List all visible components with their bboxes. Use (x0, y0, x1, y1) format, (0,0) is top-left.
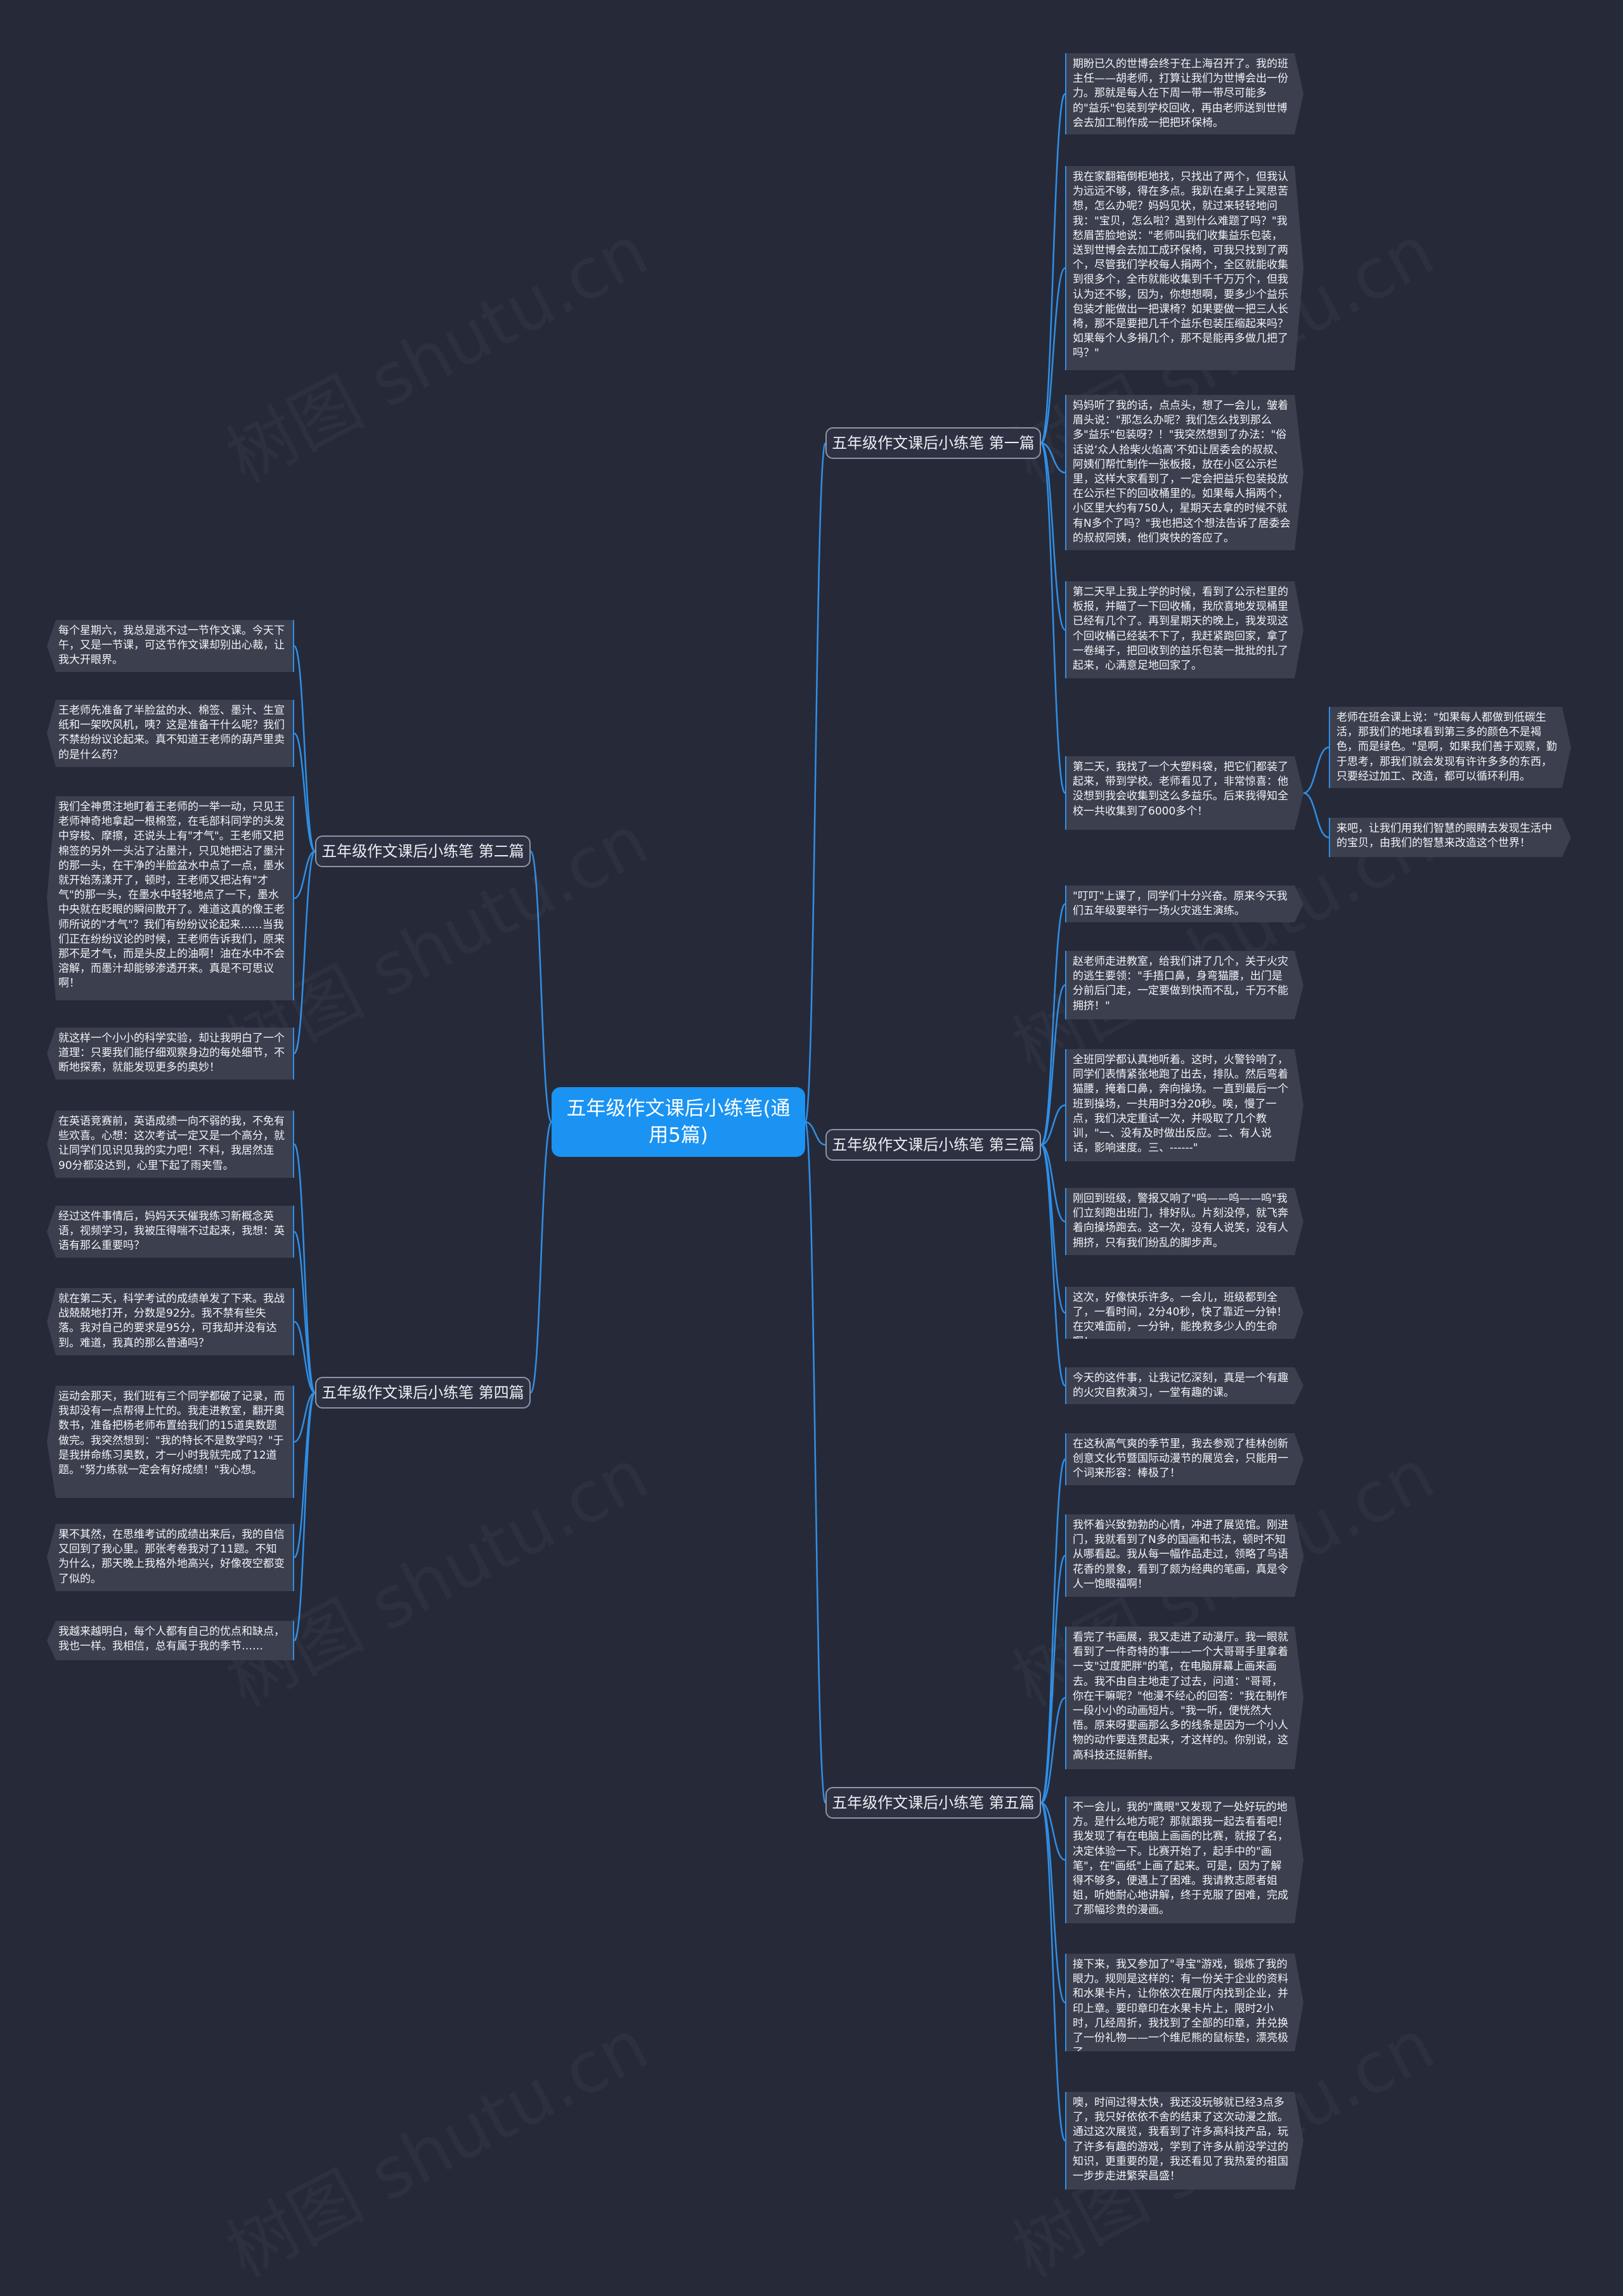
root-topic[interactable]: 五年级作文课后小练笔(通用5篇) (552, 1087, 805, 1157)
branch-to-leaf-link (293, 1230, 316, 1394)
connector-lines (293, 93, 1329, 2142)
branch-topic-3[interactable]: 五年级作文课后小练笔 第三篇 (825, 1129, 1041, 1161)
leaf-b3-4: 刚回到班级，警报又响了"呜——呜——呜"我们立刻跑出班门，排好队。片刻没停，就飞… (1065, 1188, 1303, 1255)
branch-to-leaf-link (294, 1320, 316, 1394)
branch-to-leaf-link (1040, 1554, 1066, 1804)
leaf-b5-3: 看完了书画展，我又走进了动漫厅。我一眼就看到了一件奇特的事——一个大哥哥手里拿着… (1065, 1627, 1303, 1769)
root-to-branch-link (529, 1121, 553, 1394)
leaf-b5-5: 接下来，我又参加了"寻宝"游戏，锻炼了我的眼力。规则是这样的：有一份关于企业的资… (1065, 1954, 1303, 2051)
leaf-b1-5: 第二天，我找了一个大塑料袋，把它们都装了起来，带到学校。老师看见了，非常惊喜：他… (1065, 756, 1303, 830)
branch-to-leaf-link (294, 1391, 316, 1443)
leaf-b1-3: 妈妈听了我的话，点点头，想了一会儿，皱着眉头说："那怎么办呢？我们怎么找到那么多… (1065, 395, 1303, 550)
leaf-b3-1: "叮叮"上课了，同学们十分兴奋。原来今天我们五年级要举行一场火灾逃生演练。 (1065, 886, 1303, 922)
leaf-b5-2: 我怀着兴致勃勃的心情，冲进了展览馆。刚进门，我就看到了N多的国画和书法，顿时不知… (1065, 1514, 1303, 1597)
leaf-b2-4: 就这样一个小小的科学实验，却让我明白了一个道理：只要我们能仔细观察身边的每处细节… (47, 1028, 294, 1080)
leaf-b4-1: 在英语竞赛前，英语成绩一向不弱的我，不免有些欢喜。心想：这次考试一定又是一个高分… (47, 1111, 294, 1178)
leaf-b1-4: 第二天早上我上学的时候，看到了公示栏里的板报，并瞄了一下回收桶，我欣喜地发现桶里… (1065, 581, 1303, 678)
branch-topic-1[interactable]: 五年级作文课后小练笔 第一篇 (825, 427, 1041, 459)
leaf-b3-2: 赵老师走进教室，给我们讲了几个，关于火灾的逃生要领："手捂口鼻，身弯猫腰，出门是… (1065, 951, 1303, 1019)
branch-topic-4[interactable]: 五年级作文课后小练笔 第四篇 (315, 1377, 531, 1409)
branch-to-leaf-link (293, 850, 316, 1055)
leaf-b5-4: 不一会儿，我的"鹰眼"又发现了一处好玩的地方。是什么地方呢？那就跟我一起去看看吧… (1065, 1796, 1303, 1923)
leaf-b2-3: 我们全神贯注地盯着王老师的一举一动，只见王老师神奇地拿起一根棉签，在毛部科同学的… (47, 796, 294, 1000)
branch-to-leaf-link (1040, 1144, 1066, 1223)
branch-to-leaf-link (1040, 1802, 1066, 2004)
leaf-to-subleaf-link (1303, 746, 1329, 794)
leaf-b2-2: 王老师先准备了半脸盆的水、棉签、墨汁、生宣纸和一架吹风机，咦？这是准备干什么呢？… (47, 700, 294, 767)
branch-to-leaf-link (293, 645, 316, 853)
branch-to-leaf-link (1040, 903, 1066, 1146)
branch-topic-5[interactable]: 五年级作文课后小练笔 第五篇 (825, 1787, 1041, 1819)
branch-to-leaf-link (1040, 267, 1066, 444)
branch-to-leaf-link (1040, 1697, 1066, 1804)
root-to-branch-link (805, 1121, 826, 1146)
leaf-b4-4: 运动会那天，我们班有三个同学都破了记录，而我却没有一点帮得上忙的。我走进教室，翻… (47, 1386, 294, 1498)
branch-to-leaf-link (1040, 442, 1066, 794)
leaf-b4-3: 就在第二天，科学考试的成绩单发了下来。我战战兢兢地打开，分数是92分。我不禁有些… (47, 1288, 294, 1355)
branch-to-leaf-link (1040, 442, 1066, 631)
branch-to-leaf-link (293, 1143, 316, 1394)
leaf-b1-5-sub-1: 老师在班会课上说："如果每人都做到低碳生活，那我们的地球看到第三多的颜色不是褐色… (1329, 707, 1571, 788)
branch-to-leaf-link (1040, 984, 1066, 1146)
leaf-b3-5: 这次，好像快乐许多。一会儿，班级都到全了，一看时间，2分40秒，快了靠近一分钟！… (1065, 1287, 1303, 1339)
branch-to-leaf-link (293, 1391, 316, 1642)
leaf-b4-2: 经过这件事情后，妈妈天天催我练习新概念英语，视频学习，我被压得喘不过起来，我想：… (47, 1206, 294, 1258)
branch-to-leaf-link (1040, 1144, 1066, 1387)
root-to-branch-link (804, 1121, 827, 1804)
leaf-b2-1: 每个星期六，我总是逃不过一节作文课。今天下午，又是一节课，可这节作文课却别出心裁… (47, 620, 294, 672)
branch-to-leaf-link (1040, 1802, 1066, 1861)
branch-to-leaf-link (1040, 1802, 1066, 2142)
branch-to-leaf-link (1040, 1144, 1066, 1314)
branch-to-leaf-link (1040, 1104, 1066, 1146)
root-to-branch-link (529, 850, 553, 1123)
leaf-b1-5-sub-2: 来吧，让我们用我们智慧的眼睛去发现生活中的宝贝，由我们的智慧来改造这个世界！ (1329, 818, 1571, 857)
branch-topic-2[interactable]: 五年级作文课后小练笔 第二篇 (315, 835, 531, 867)
leaf-b5-1: 在这秋高气爽的季节里，我去参观了桂林创新创意文化节暨国际动漫节的展览会，只能用一… (1065, 1433, 1303, 1485)
leaf-b4-6: 我越来越明白，每个人都有自己的优点和缺点，我也一样。我相信，总有属于我的季节…… (47, 1621, 294, 1660)
leaf-b4-5: 果不其然，在思维考试的成绩出来后，我的自信又回到了我心里。那张考卷我对了11题。… (47, 1524, 294, 1591)
leaf-b1-2: 我在家翻箱倒柜地找，只找出了两个，但我认为远远不够，得在多点。我趴在桌子上冥思苦… (1065, 166, 1303, 370)
leaf-b3-3: 全班同学都认真地听着。这时，火警铃响了，同学们表情紧张地跑了出去，排队。然后弯着… (1065, 1049, 1303, 1161)
branch-to-leaf-link (293, 732, 316, 853)
root-to-branch-link (804, 442, 827, 1123)
branch-to-leaf-link (294, 850, 316, 900)
branch-to-leaf-link (1040, 442, 1066, 474)
branch-to-leaf-link (1040, 1458, 1066, 1804)
branch-to-leaf-link (1040, 93, 1066, 444)
leaf-b1-1: 期盼已久的世博会终于在上海召开了。我的班主任——胡老师，打算让我们为世博会出一份… (1065, 53, 1303, 134)
leaf-b3-6: 今天的这件事，让我记忆深刻，真是一个有趣的火灾自救演习，一堂有趣的课。 (1065, 1367, 1303, 1404)
leaf-to-subleaf-link (1303, 792, 1329, 839)
leaf-b5-6: 噢，时间过得太快，我还没玩够就已经3点多了，我只好依依不舍的结束了这次动漫之旅。… (1065, 2092, 1303, 2190)
